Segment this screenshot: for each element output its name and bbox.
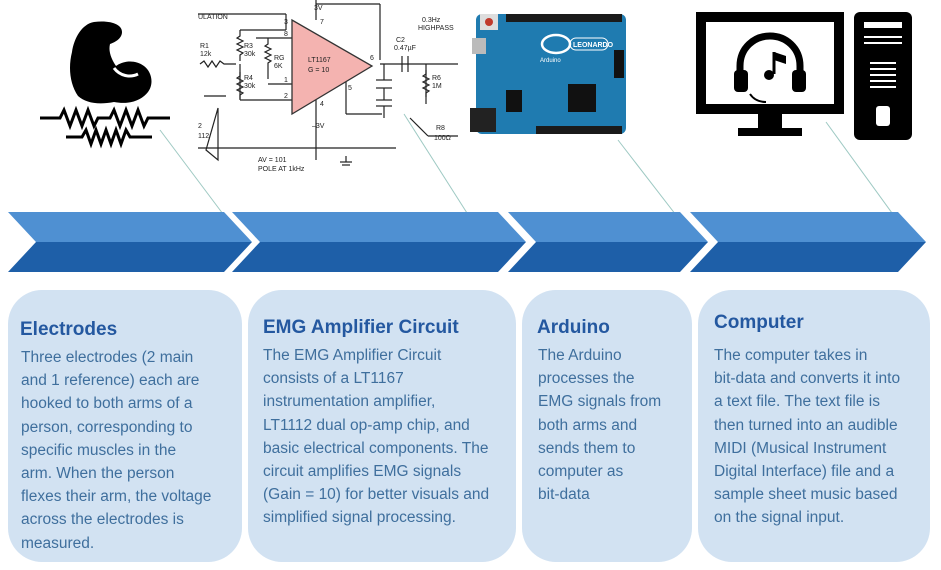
computer-music-icon (694, 10, 914, 142)
computer-card: Computer The computer takes in bit-data … (698, 290, 930, 562)
chevron-2-bottom (232, 242, 526, 272)
computer-title: Computer (714, 312, 804, 333)
gain-av-label: AV = 101 (258, 157, 287, 164)
arduino-model-label: LEONARDO (573, 42, 614, 49)
text-line: a text file. The text file is (714, 393, 880, 411)
text-line: and 1 reference) each are (21, 372, 200, 390)
r1-label: R1 (200, 43, 209, 50)
text-line: Digital Interface) file and a (714, 463, 895, 481)
chevron-top-row (8, 212, 926, 242)
text-line: both arms and (538, 416, 638, 434)
text-line: measured. (21, 534, 95, 552)
text-line: bit-data and converts it into (714, 370, 901, 388)
r4-value: 30k (244, 83, 256, 90)
c2-label: C2 (396, 37, 405, 44)
electrodes-illustration (30, 10, 180, 150)
pin4: 4 (320, 101, 324, 108)
rg-value: 6K (274, 63, 283, 70)
text-line: person, corresponding to (21, 418, 193, 436)
text-line: The computer takes in (714, 347, 868, 364)
computer-description: The computer takes in bit-data and conve… (714, 344, 928, 530)
amplifier-schematic: ULATION R1 12k R3 30k RG 6K R4 30k LT116… (196, 0, 464, 178)
chevron-3-top (508, 212, 708, 242)
pin2: 2 (284, 93, 288, 100)
circuit-top-label: ULATION (198, 14, 228, 21)
pin5: 5 (348, 85, 352, 92)
amplifier-title: EMG Amplifier Circuit (263, 317, 459, 338)
text-line: The EMG Amplifier Circuit (263, 347, 442, 364)
r8-label: R8 (436, 125, 445, 132)
text-line: consists of a LT1167 (263, 370, 404, 388)
chevron-2-top (232, 212, 526, 242)
text-line: (Gain = 10) for better visuals and (263, 486, 490, 504)
arduino-leonardo-board: LEONARDO Arduino (470, 10, 632, 138)
chevron-bottom-row (8, 242, 926, 272)
pin8: 8 (284, 31, 288, 38)
text-line: bit-data (538, 486, 590, 504)
chevron-3-bottom (508, 242, 708, 272)
text-line: across the electrodes is (21, 511, 184, 529)
pin7: 7 (320, 19, 324, 26)
highpass-freq: 0.3Hz (422, 17, 441, 24)
pin3: 3 (284, 19, 288, 26)
text-line: MIDI (Musical Instrument (714, 439, 887, 457)
text-line: sample sheet music based (714, 486, 898, 504)
r8-value: 100Ω (434, 135, 451, 142)
text-line: The Arduino (538, 347, 622, 364)
text-line: computer as (538, 463, 624, 481)
text-line: flexes their arm, the voltage (21, 488, 212, 506)
arduino-title: Arduino (537, 317, 610, 338)
text-line: basic electrical components. The (263, 439, 489, 457)
electrodes-title: Electrodes (20, 319, 118, 340)
arduino-brand-label: Arduino (540, 58, 561, 64)
text-line: instrumentation amplifier, (263, 393, 436, 411)
electrodes-card: Electrodes Three electrodes (2 main and … (8, 290, 242, 562)
text-line: EMG signals from (538, 393, 662, 411)
text-line: circuit amplifies EMG signals (263, 463, 462, 481)
text-line: specific muscles in the (21, 441, 177, 459)
r3-label: R3 (244, 43, 253, 50)
arduino-card: Arduino The Arduino processes the EMG si… (522, 290, 692, 562)
r3-value: 30k (244, 51, 256, 58)
highpass-label: HIGHPASS (418, 25, 454, 32)
r4-label: R4 (244, 75, 253, 82)
pin6: 6 (370, 55, 374, 62)
amplifier-description: The EMG Amplifier Circuit consists of a … (263, 344, 515, 530)
vpos-label: 3V (314, 5, 323, 12)
text-line: arm. When the person (21, 465, 175, 483)
amplifier-card: EMG Amplifier Circuit The EMG Amplifier … (248, 290, 516, 562)
text-line: Three electrodes (2 main (21, 349, 194, 366)
arduino-description: The Arduino processes the EMG signals fr… (538, 344, 690, 506)
r1-value: 12k (200, 51, 212, 58)
r6-label: R6 (432, 75, 441, 82)
text-line: on the signal input. (714, 509, 845, 527)
chevron-4-top (690, 212, 926, 242)
electrodes-description: Three electrodes (2 main and 1 reference… (21, 346, 241, 555)
pin1: 1 (284, 77, 288, 84)
chevron-1-top (8, 212, 252, 242)
r6-value: 1M (432, 83, 442, 90)
left-chip-label: 112 (198, 133, 209, 140)
rg-label: RG (274, 55, 285, 62)
text-line: simplified signal processing. (263, 509, 456, 527)
text-line: processes the (538, 370, 635, 388)
text-line: LT1112 dual op-amp chip, and (263, 416, 470, 434)
gain-label: G = 10 (308, 67, 329, 74)
chevron-1-bottom (8, 242, 252, 272)
chip-label: LT1167 (308, 57, 331, 64)
c2-value: 0.47µF (394, 45, 416, 52)
text-line: then turned into an audible (714, 416, 898, 434)
pole-label: POLE AT 1kHz (258, 166, 305, 173)
text-line: hooked to both arms of a (21, 395, 193, 413)
chevron-4-bottom (690, 242, 926, 272)
vneg-label: –3V (312, 123, 325, 130)
text-line: sends them to (538, 439, 636, 457)
flexed-arm-icon (40, 21, 170, 149)
left-pin-label: 2 (198, 123, 202, 130)
